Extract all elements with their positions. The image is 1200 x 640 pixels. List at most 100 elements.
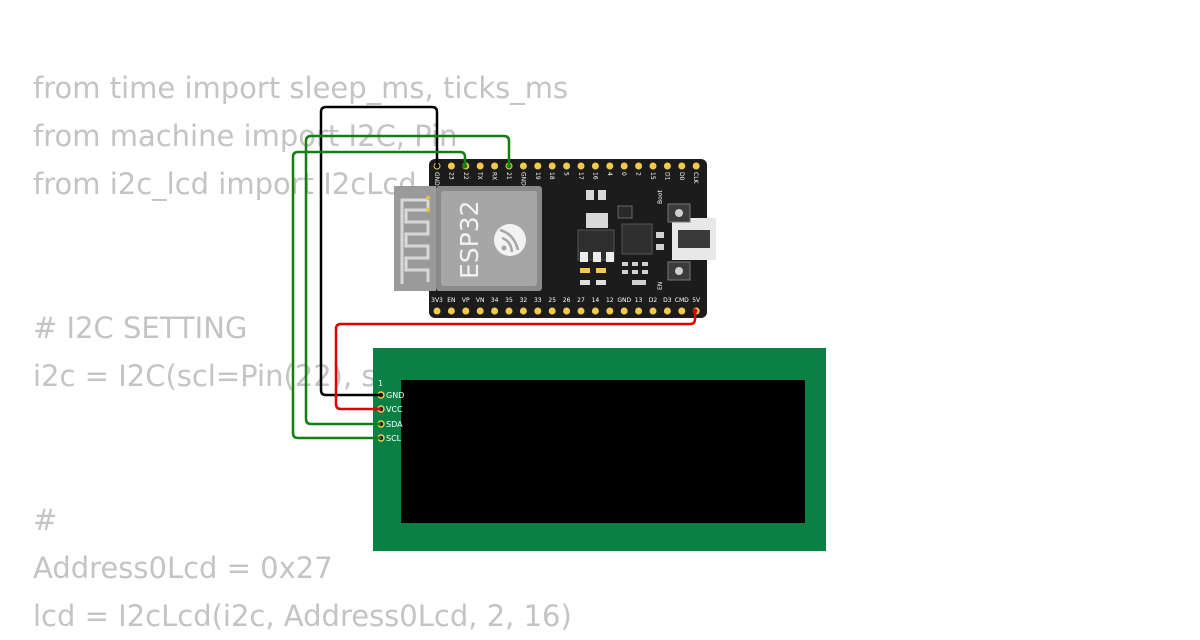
wires [291, 105, 698, 440]
lcd-pin-label: SCL [386, 434, 402, 443]
code-line: # I2C SETTING [33, 311, 248, 345]
lcd-pin-label: GND [386, 391, 404, 400]
wire-vcc[interactable] [334, 311, 697, 411]
pin-pad[interactable] [476, 162, 484, 170]
pin-label: VN [476, 297, 485, 304]
boot-label: Boot [657, 190, 664, 204]
pin-pad[interactable] [635, 162, 643, 170]
pin-label: TX [476, 171, 483, 180]
pin-pad[interactable] [548, 307, 556, 315]
pin-label: 15 [649, 172, 656, 180]
pin-pad[interactable] [663, 162, 671, 170]
pin-label: 27 [577, 297, 585, 304]
pin-label: 18 [548, 172, 555, 180]
pin-pad[interactable] [620, 307, 628, 315]
lcd-pin-scl[interactable]: SCL [377, 434, 402, 443]
pin-label: CMD [675, 297, 689, 304]
pin-pad[interactable] [548, 162, 556, 170]
pin-label: 0 [620, 172, 627, 176]
pin-label: 34 [491, 297, 499, 304]
pin-pad[interactable] [491, 307, 499, 315]
pin-label: 22 [462, 172, 469, 180]
pin-label: 25 [548, 297, 556, 304]
module-dot [425, 195, 431, 201]
smd-components [580, 190, 664, 285]
pin-pad[interactable] [591, 162, 599, 170]
pin-pad[interactable] [606, 162, 614, 170]
pin-label: CLK [692, 172, 699, 185]
pin-pad[interactable] [577, 162, 585, 170]
pin-label: 4 [606, 172, 613, 176]
lcd-screen [401, 380, 805, 523]
module-dot [425, 207, 431, 213]
antenna-trace [400, 198, 430, 284]
wire-sda[interactable] [304, 134, 511, 426]
pin-pad[interactable] [563, 307, 571, 315]
pin-label: 19 [534, 172, 541, 180]
pin-label: 2 [635, 172, 642, 176]
lcd-module[interactable]: 1 GND VCC SDA SCL [373, 348, 826, 551]
wire-end-dot [462, 163, 468, 169]
pin-label: 5 [563, 172, 570, 176]
pin-pad[interactable] [620, 162, 628, 170]
pin-pad[interactable] [476, 307, 484, 315]
pin-label: 35 [505, 297, 513, 304]
pin-pad[interactable] [635, 307, 643, 315]
voltage-regulator-chip [586, 213, 608, 228]
en-label: EN [657, 282, 664, 290]
esp32-module-label: ESP32 [455, 200, 484, 279]
pin-label: 26 [563, 297, 571, 304]
pin-pad[interactable] [606, 307, 614, 315]
pin-label: D1 [663, 172, 670, 181]
pin-label: D2 [649, 297, 658, 304]
pin-label: EN [447, 297, 455, 304]
pin-label: 21 [505, 172, 512, 180]
lcd-pin-sda[interactable]: SDA [377, 420, 403, 429]
pin-pad[interactable] [447, 162, 455, 170]
code-line: Address0Lcd = 0x27 [33, 551, 333, 585]
wire-scl[interactable] [291, 150, 467, 440]
pin-label: RX [491, 172, 498, 180]
wire-end-dot [434, 163, 440, 169]
lcd-pin1-label: 1 [378, 379, 383, 388]
wire-end-dot [506, 163, 512, 169]
pin-pad[interactable] [491, 162, 499, 170]
pin-label: 3V3 [431, 297, 443, 304]
pin-pad[interactable] [519, 162, 527, 170]
pin-pad[interactable] [692, 162, 700, 170]
pin-label: 17 [577, 172, 584, 180]
wire-gnd[interactable] [319, 105, 439, 397]
pin-pad[interactable] [505, 307, 513, 315]
pin-pad[interactable] [577, 307, 585, 315]
pin-pad[interactable] [563, 162, 571, 170]
pin-pad[interactable] [433, 307, 441, 315]
lcd-pin-vcc[interactable]: VCC [377, 405, 403, 414]
code-line: from i2c_lcd import I2cLcd [33, 167, 417, 201]
usb-port-inner [678, 230, 710, 248]
antenna-area [394, 186, 436, 291]
pin-label: 16 [591, 172, 598, 180]
pin-label: VP [462, 297, 470, 304]
pin-label: 5V [692, 297, 701, 304]
en-button-cap [675, 267, 683, 275]
pin-label: D0 [678, 172, 685, 181]
pin-pad[interactable] [678, 162, 686, 170]
pin-pad[interactable] [591, 307, 599, 315]
pin-pad[interactable] [534, 307, 542, 315]
pin-pad[interactable] [678, 307, 686, 315]
pin-pad[interactable] [462, 307, 470, 315]
pin-label: GND [433, 172, 440, 186]
pin-pad[interactable] [649, 307, 657, 315]
pin-pad[interactable] [447, 307, 455, 315]
pin-pad[interactable] [663, 307, 671, 315]
pin-pad[interactable] [519, 307, 527, 315]
boot-button-cap [675, 209, 683, 217]
pin-pad[interactable] [534, 162, 542, 170]
pin-label: GND [617, 297, 631, 304]
pin-label: D3 [663, 297, 672, 304]
pin-pad[interactable] [649, 162, 657, 170]
pin-label: GND [519, 172, 526, 186]
pin-label: 23 [447, 172, 454, 180]
